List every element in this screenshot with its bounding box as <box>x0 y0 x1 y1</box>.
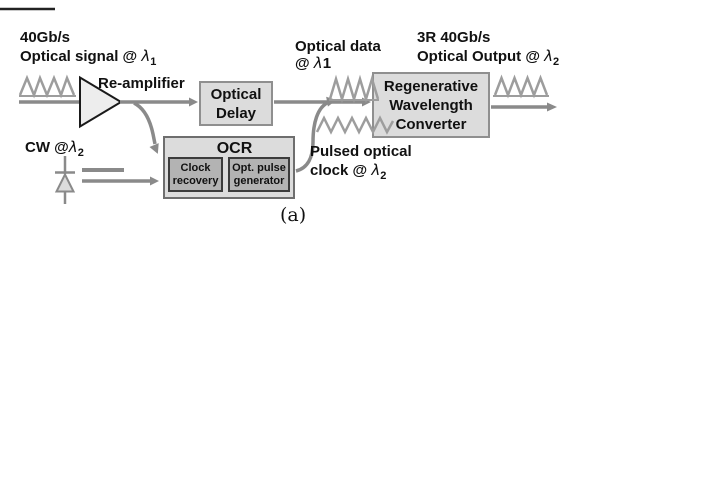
pulse-generator-line2: generator <box>233 174 285 187</box>
ocr-title: OCR <box>216 140 253 157</box>
optical-data-line1: Optical data <box>295 38 381 55</box>
lambda-subscript: 2 <box>380 170 387 182</box>
output-signal-line1: 3R 40Gb/s <box>417 29 491 46</box>
converter-label-line3: Converter <box>395 115 467 133</box>
optical-data-line2: @ λ1 <box>295 55 381 72</box>
output-signal-line2: Optical Output @ λ2 <box>417 47 559 71</box>
lambda-symbol: λ <box>141 47 151 65</box>
output-waveform-icon <box>493 74 549 99</box>
output-signal-label: 3R 40Gb/s Optical Output @ λ2 <box>417 29 559 71</box>
tap-to-ocr-arrowhead <box>149 143 159 154</box>
laser-diode-icon <box>54 172 76 193</box>
reamplifier-label: Re-amplifier <box>98 75 185 92</box>
input-signal-text: Optical signal @ <box>20 48 142 65</box>
pulsed-clock-line2: clock @ λ2 <box>310 161 412 186</box>
optical-delay-label-line1: Optical <box>210 85 262 103</box>
pulsed-clock-text: clock @ <box>310 162 372 179</box>
input-signal-label: 40Gb/s Optical signal @ λ1 <box>20 29 156 71</box>
pulse-generator-line1: Opt. pulse <box>232 161 286 174</box>
cw-to-ocr-arrowhead <box>150 176 159 186</box>
input-waveform-icon <box>18 74 76 99</box>
pulsed-clock-line1: Pulsed optical <box>310 143 412 160</box>
data-waveform-icon <box>328 74 380 104</box>
clock-recovery-line2: recovery <box>172 174 219 187</box>
output-arrowhead <box>547 102 557 112</box>
lambda-subscript: 2 <box>553 56 560 68</box>
lambda-index: 1 <box>322 55 332 72</box>
output-signal-text: Optical Output @ <box>417 48 545 65</box>
optical-data-label: Optical data @ λ1 <box>295 39 381 72</box>
cw-source-label: CW @λ2 <box>25 139 84 162</box>
clock-to-line-arrowhead <box>326 96 337 107</box>
pulse-generator-box: Opt. pulse generator <box>228 157 290 192</box>
lambda-subscript: 1 <box>150 56 157 68</box>
amp-to-delay-arrowhead <box>189 97 198 107</box>
lambda-symbol: λ <box>68 138 78 156</box>
delay-to-converter-arrowhead <box>362 97 371 107</box>
lambda-symbol: λ <box>371 161 381 179</box>
lambda-subscript: 2 <box>77 147 84 159</box>
input-signal-line1: 40Gb/s <box>20 29 71 46</box>
figure-caption: (a) <box>280 204 307 226</box>
converter-label-line1: Regenerative <box>383 77 479 95</box>
converter-label-line2: Wavelength <box>389 96 473 114</box>
tap-to-ocr-curve <box>133 101 157 145</box>
lambda-symbol: λ <box>313 54 323 72</box>
pulsed-clock-label: Pulsed optical clock @ λ2 <box>310 142 412 186</box>
input-signal-line2: Optical signal @ λ1 <box>20 47 156 71</box>
lambda-symbol: λ <box>544 47 554 65</box>
optical-delay-label-line2: Delay <box>215 104 257 122</box>
cw-text: CW @ <box>25 139 69 156</box>
clock-recovery-line1: Clock <box>180 161 211 174</box>
clock-recovery-box: Clock recovery <box>168 157 223 192</box>
optical-data-text: @ <box>295 55 314 72</box>
wavelength-converter-box: Regenerative Wavelength Converter <box>372 72 490 138</box>
optical-delay-box: Optical Delay <box>199 81 273 126</box>
